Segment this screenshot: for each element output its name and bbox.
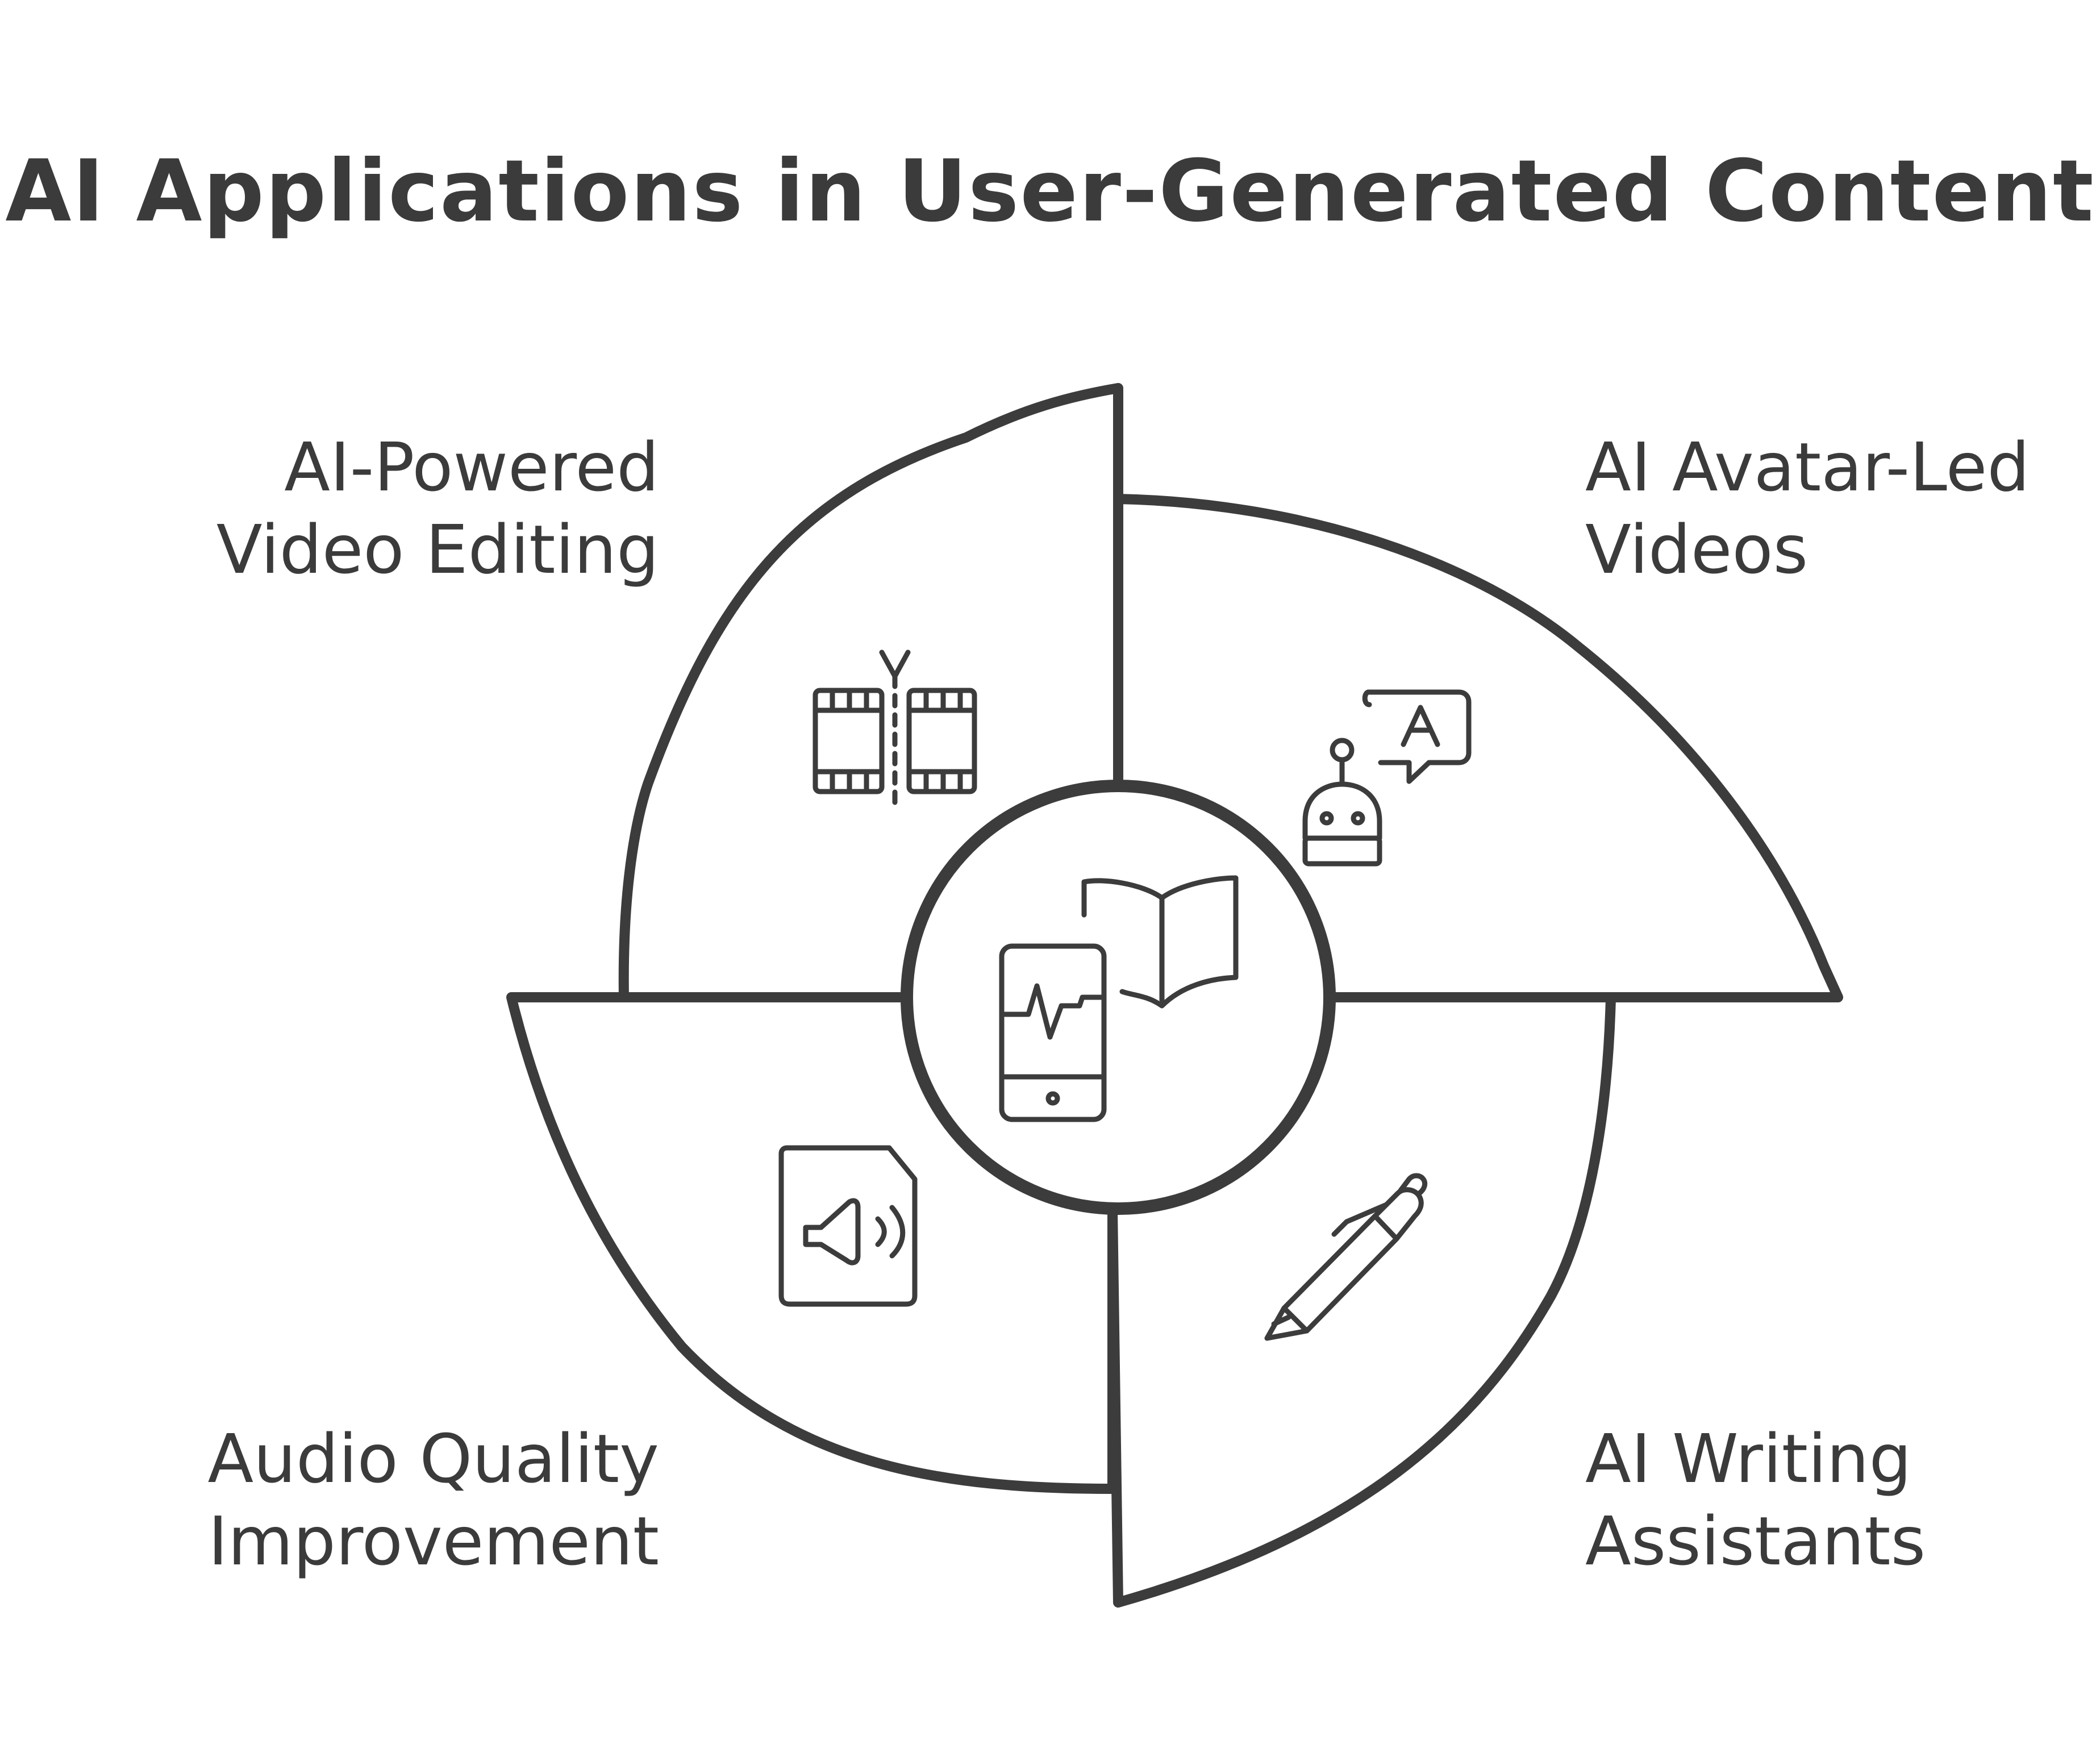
audio-file-speaker-icon [778,1145,918,1307]
label-line-2: Improvement [208,1502,659,1580]
video-editing-film-icon [813,650,977,810]
label-line-2: Videos [1585,510,1809,589]
label-ai-writing-assistants: AI Writing Assistants [1585,1418,2097,1583]
pen-icon [1264,1173,1428,1341]
label-line-1: AI Avatar-Led [1585,428,2030,506]
segment-bottom-right [1107,992,1616,1608]
robot-avatar-speech-icon [1302,689,1472,867]
label-line-2: Video Editing [216,510,659,589]
label-line-1: AI Writing [1585,1419,1912,1498]
phone-and-book-icon [999,875,1239,1122]
label-line-1: Audio Quality [207,1419,659,1498]
diagram-title: AI Applications in User-Generated Conten… [5,142,2095,241]
label-audio-quality-improvement: Audio Quality Improvement [148,1418,659,1583]
label-line-2: Assistants [1585,1502,1926,1580]
label-ai-avatar-led-videos: AI Avatar-Led Videos [1585,426,2097,591]
label-line-1: AI-Powered [284,428,659,506]
label-ai-powered-video-editing: AI-Powered Video Editing [148,426,659,591]
segment-bottom-left [506,992,1118,1494]
center-circle [901,780,1336,1215]
segment-top-right [1113,494,1843,1002]
